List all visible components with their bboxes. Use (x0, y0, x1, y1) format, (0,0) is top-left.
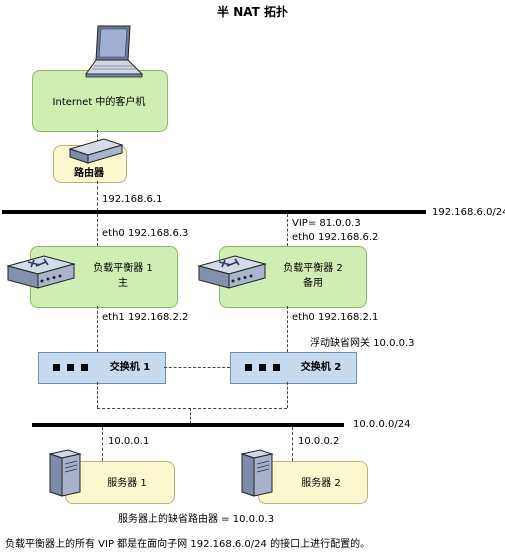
upper-network-bus (2, 210, 426, 214)
default-route-note: 服务器上的缺省路由器 = 10.0.0.3 (118, 514, 275, 525)
switch-1-label: 交换机 1 (109, 362, 151, 373)
switch-2-label: 交换机 2 (300, 362, 342, 373)
switch-2-down-link (287, 382, 288, 408)
switch-1-down-link (97, 382, 98, 408)
router-ip-label: 192.168.6.1 (102, 194, 163, 205)
footer-note: 负载平衡器上的所有 VIP 都是在面向子网 192.168.6.0/24 的接口… (5, 539, 371, 550)
floating-gateway-label: 浮动缺省网关 10.0.0.3 (310, 338, 415, 349)
lb2-eth0-label: eth0 192.168.6.2 (292, 232, 379, 243)
upper-network-label: 192.168.6.0/24 (432, 207, 505, 218)
load-balancer-1-role: 主 (118, 278, 128, 289)
switch-port-icon (53, 364, 60, 371)
server-icon (48, 449, 82, 497)
lower-network-label: 10.0.0.0/24 (353, 419, 411, 430)
server-2-ip-label: 10.0.0.2 (298, 436, 340, 447)
server-2-box (258, 461, 368, 504)
lb2-vip-label: VIP= 81.0.0.3 (292, 218, 361, 229)
server-icon (240, 449, 274, 497)
server-2-label: 服务器 2 (301, 478, 341, 489)
lb2-upper-link (287, 214, 288, 246)
router-icon (68, 138, 124, 164)
switch-port-icon (273, 364, 280, 371)
laptop-icon (85, 25, 144, 78)
switch-interlink (164, 367, 230, 368)
switch-cross-link (97, 408, 287, 409)
server-1-label: 服务器 1 (107, 478, 147, 489)
switch-port-icon (259, 364, 266, 371)
switch-port-icon (81, 364, 88, 371)
router-network-link (97, 181, 98, 211)
load-balancer-2-role: 备用 (303, 278, 323, 289)
switch-port-icon (245, 364, 252, 371)
lower-network-bus (32, 423, 344, 427)
server-1-ip-label: 10.0.0.1 (108, 436, 150, 447)
client-label: Internet 中的客户机 (52, 97, 146, 108)
lb2-lower-link (287, 306, 288, 352)
lb1-lower-link (97, 306, 98, 352)
lb1-eth1-label: eth1 192.168.2.2 (102, 312, 189, 323)
load-balancer-2-name: 负载平衡器 2 (283, 263, 343, 274)
server-2-link (292, 427, 293, 461)
switch-bus-link (190, 408, 191, 424)
router-label: 路由器 (74, 168, 104, 179)
load-balancer-icon (197, 255, 267, 289)
load-balancer-icon (6, 255, 76, 289)
lb1-eth0-label: eth0 192.168.6.3 (102, 228, 189, 239)
client-router-link (97, 130, 98, 142)
server-1-box (65, 461, 175, 504)
load-balancer-1-name: 负载平衡器 1 (93, 263, 153, 274)
server-1-link (102, 427, 103, 461)
lb2-eth0-lower-label: eth0 192.168.2.1 (292, 312, 379, 323)
lb1-upper-link (97, 214, 98, 246)
diagram-title: 半 NAT 拓扑 (217, 5, 288, 19)
switch-port-icon (67, 364, 74, 371)
